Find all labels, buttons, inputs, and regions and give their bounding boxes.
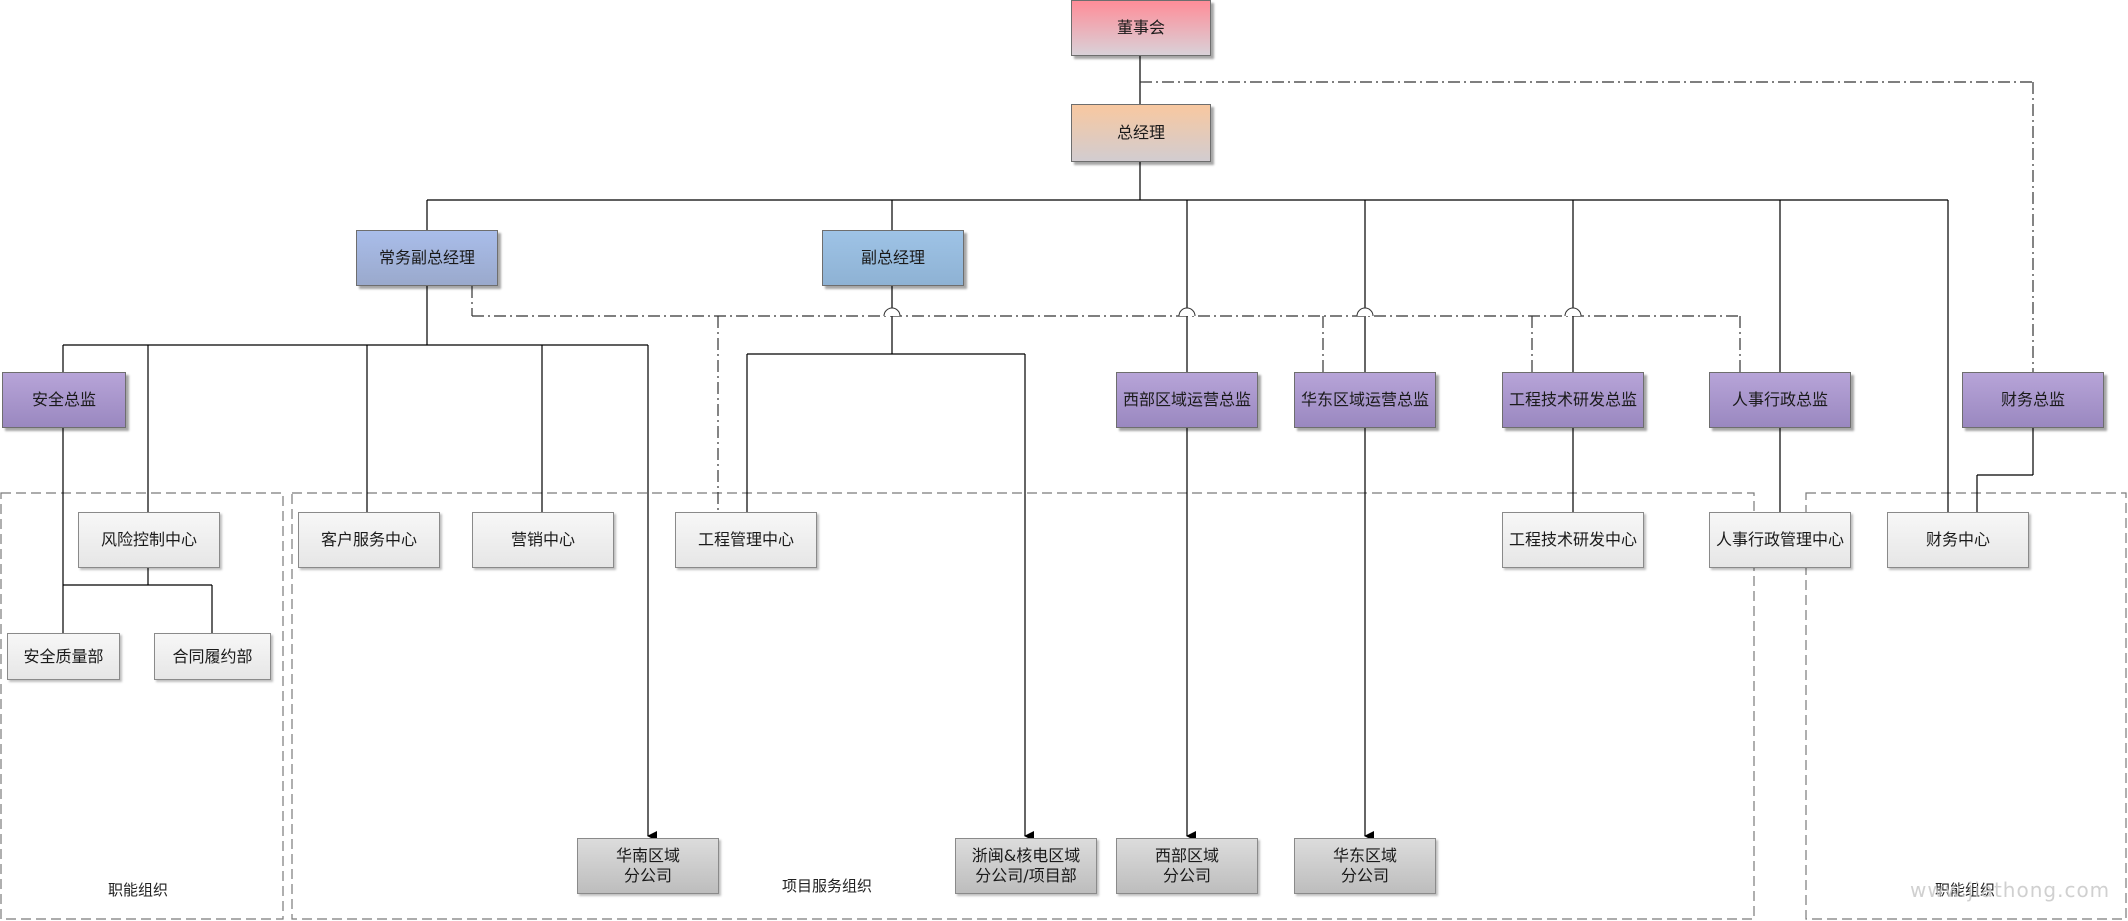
marketing-center-label: 营销中心 [510, 530, 575, 549]
board-label: 董事会 [1116, 18, 1165, 37]
hr-director-label: 人事行政总监 [1731, 390, 1828, 409]
finance-center-node: 财务中心 [1887, 512, 2029, 568]
hr-center-label: 人事行政管理中心 [1715, 530, 1844, 549]
project-service-group-box [291, 492, 1755, 920]
contract-dept-node: 合同履约部 [154, 633, 271, 680]
general-manager-label: 总经理 [1116, 123, 1165, 142]
executive-vp-node: 常务副总经理 [356, 230, 498, 286]
hr-center-node: 人事行政管理中心 [1709, 512, 1851, 568]
west-ops-director-node: 西部区域运营总监 [1116, 372, 1258, 428]
support-group-label: 职能组织 [1935, 881, 1996, 899]
zhemin-branch-label-1: 浙闽&核电区域 [971, 846, 1081, 865]
reporting-lines [62, 56, 2034, 633]
east-branch-label-2: 分公司 [1340, 866, 1389, 885]
zhemin-branch-label-2: 分公司/项目部 [975, 866, 1077, 885]
west-ops-director-label: 西部区域运营总监 [1122, 390, 1251, 409]
west-branch-node: 西部区域 分公司 [1116, 838, 1258, 894]
safety-quality-dept-label: 安全质量部 [23, 646, 104, 666]
executive-vp-label: 常务副总经理 [378, 248, 475, 267]
support-group-box [1805, 492, 2127, 920]
rd-director-node: 工程技术研发总监 [1502, 372, 1644, 428]
branch-arrows [647, 345, 1374, 841]
finance-director-node: 财务总监 [1962, 372, 2104, 428]
finance-director-label: 财务总监 [2000, 390, 2065, 409]
engineering-mgmt-center-label: 工程管理中心 [697, 530, 794, 549]
vp-label: 副总经理 [860, 248, 925, 267]
contract-dept-label: 合同履约部 [172, 646, 253, 666]
line-jumps [883, 307, 1582, 317]
risk-control-center-node: 风险控制中心 [78, 512, 220, 568]
rd-center-label: 工程技术研发中心 [1508, 530, 1637, 549]
marketing-center-node: 营销中心 [472, 512, 614, 568]
customer-service-center-label: 客户服务中心 [320, 530, 417, 549]
board-node: 董事会 [1071, 0, 1211, 56]
general-manager-node: 总经理 [1071, 104, 1211, 162]
east-branch-label-1: 华东区域 [1332, 846, 1397, 865]
safety-director-node: 安全总监 [2, 372, 126, 428]
west-branch-label-2: 分公司 [1162, 866, 1211, 885]
zhemin-branch-node: 浙闽&核电区域 分公司/项目部 [955, 838, 1097, 894]
east-ops-director-node: 华东区域运营总监 [1294, 372, 1436, 428]
project-service-group-label: 项目服务组织 [782, 877, 873, 895]
risk-control-center-label: 风险控制中心 [100, 530, 197, 549]
rd-center-node: 工程技术研发中心 [1502, 512, 1644, 568]
group-boundaries [0, 492, 2127, 920]
south-branch-label-2: 分公司 [623, 866, 672, 885]
south-branch-label-1: 华南区域 [615, 846, 680, 865]
functional-group-box [0, 492, 284, 920]
coordination-lines [471, 81, 2034, 512]
finance-center-label: 财务中心 [1925, 530, 1990, 549]
south-branch-node: 华南区域 分公司 [577, 838, 719, 894]
east-ops-director-label: 华东区域运营总监 [1300, 390, 1429, 409]
engineering-mgmt-center-node: 工程管理中心 [675, 512, 817, 568]
east-branch-node: 华东区域 分公司 [1294, 838, 1436, 894]
west-branch-label-1: 西部区域 [1154, 846, 1219, 865]
safety-director-label: 安全总监 [31, 390, 96, 409]
customer-service-center-node: 客户服务中心 [298, 512, 440, 568]
watermark: www.jiathong.com [1910, 878, 2111, 902]
vp-node: 副总经理 [822, 230, 964, 286]
rd-director-label: 工程技术研发总监 [1508, 390, 1637, 409]
safety-quality-dept-node: 安全质量部 [7, 633, 120, 680]
functional-group-label: 职能组织 [108, 881, 169, 899]
hr-director-node: 人事行政总监 [1709, 372, 1851, 428]
